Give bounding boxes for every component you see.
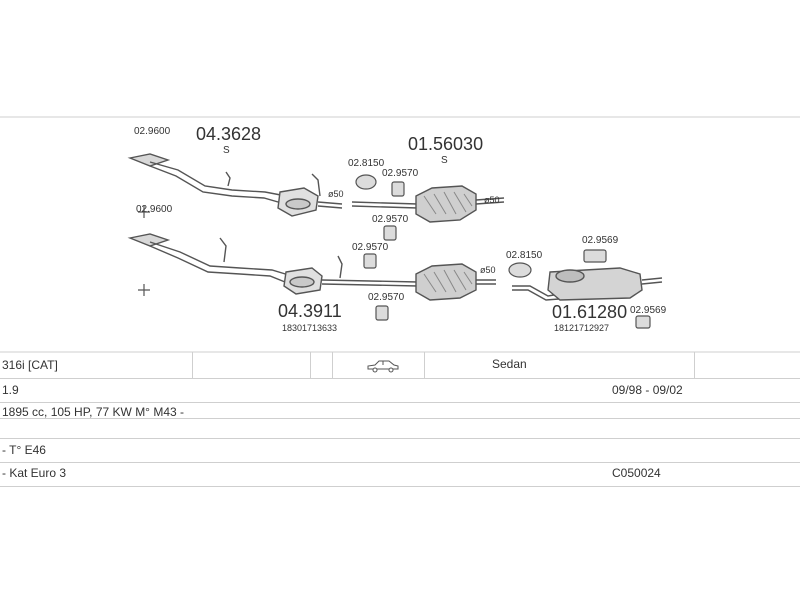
label-lower-mount-b: 02.9570 xyxy=(368,292,405,303)
label-upper-dia-2: ø50 xyxy=(484,195,500,205)
column-divider xyxy=(424,352,425,378)
lower-middle-silencer xyxy=(415,263,477,301)
label-lower-manifold-clamp: 02.9600 xyxy=(136,204,173,215)
upper-manifold-flange xyxy=(127,153,171,167)
engine-specs: 1895 cc, 105 HP, 77 KW M° M43 - xyxy=(2,405,184,419)
production-years: 09/98 - 09/02 xyxy=(612,383,683,397)
lower-manifold-flange xyxy=(127,233,171,247)
row-divider xyxy=(0,418,800,419)
diagram-labels: 02.9600 04.3628 S ø50 02.8150 02.9570 02… xyxy=(134,124,667,333)
label-upper-manifold-clamp: 02.9600 xyxy=(134,126,171,137)
label-lower-front-pipe-oe: 18301713633 xyxy=(282,323,337,333)
upper-mount-rubber xyxy=(391,181,405,197)
column-divider xyxy=(694,352,695,378)
label-lower-front-pipe: 04.3911 xyxy=(278,301,342,321)
label-rear-mount-b: 02.9569 xyxy=(630,305,667,316)
upper-middle-silencer xyxy=(415,185,477,223)
body-type: Sedan xyxy=(492,357,527,371)
sedan-car-icon xyxy=(367,360,399,373)
lower-exhaust-line xyxy=(127,233,663,301)
row-divider xyxy=(0,378,800,379)
row-divider xyxy=(0,486,800,487)
label-upper-mount-b: 02.9570 xyxy=(382,168,419,179)
upper-mount-rubber-2 xyxy=(383,225,397,241)
label-lower-dia-1: ø50 xyxy=(480,265,496,275)
label-upper-mount-c: 02.9570 xyxy=(372,214,409,225)
chassis-code: - T° E46 xyxy=(2,443,46,457)
rear-mount-bracket-1 xyxy=(583,249,607,263)
column-divider xyxy=(192,352,193,378)
engine-size: 1.9 xyxy=(2,383,19,397)
label-lower-mount-a: 02.9570 xyxy=(352,242,389,253)
row-divider xyxy=(0,402,800,403)
emission-standard: - Kat Euro 3 xyxy=(2,466,67,480)
label-upper-dia-1: ø50 xyxy=(328,189,344,199)
row-divider xyxy=(0,462,800,463)
column-divider xyxy=(332,352,333,378)
catalogue-code: C050024 xyxy=(612,466,661,480)
label-rear-silencer-oe: 18121712927 xyxy=(554,323,609,333)
label-upper-front-pipe-mark: S xyxy=(223,145,230,156)
label-upper-front-pipe: 04.3628 xyxy=(196,124,261,144)
label-rear-silencer: 01.61280 xyxy=(552,302,627,322)
label-lower-mount-c: 02.8150 xyxy=(506,250,543,261)
label-upper-middle-silencer: 01.56030 xyxy=(408,134,483,154)
label-upper-mount-a: 02.8150 xyxy=(348,158,385,169)
lower-front-pipe xyxy=(149,241,293,277)
upper-mount-ring xyxy=(355,174,377,190)
label-upper-middle-silencer-mark: S xyxy=(441,155,448,166)
lower-mounts xyxy=(138,249,651,329)
row-divider xyxy=(0,438,800,439)
upper-front-pipe xyxy=(149,161,287,197)
column-divider xyxy=(310,352,311,378)
model-name: 316i [CAT] xyxy=(2,358,58,372)
lower-mount-rubber-2 xyxy=(375,305,389,321)
lower-mount-ring xyxy=(508,262,532,278)
rear-mount-bracket-2 xyxy=(635,315,651,329)
upper-exhaust-line xyxy=(127,153,505,223)
lower-mount-rubber-1 xyxy=(363,253,377,269)
label-rear-mount-a: 02.9569 xyxy=(582,235,619,246)
upper-mounts xyxy=(138,174,405,241)
